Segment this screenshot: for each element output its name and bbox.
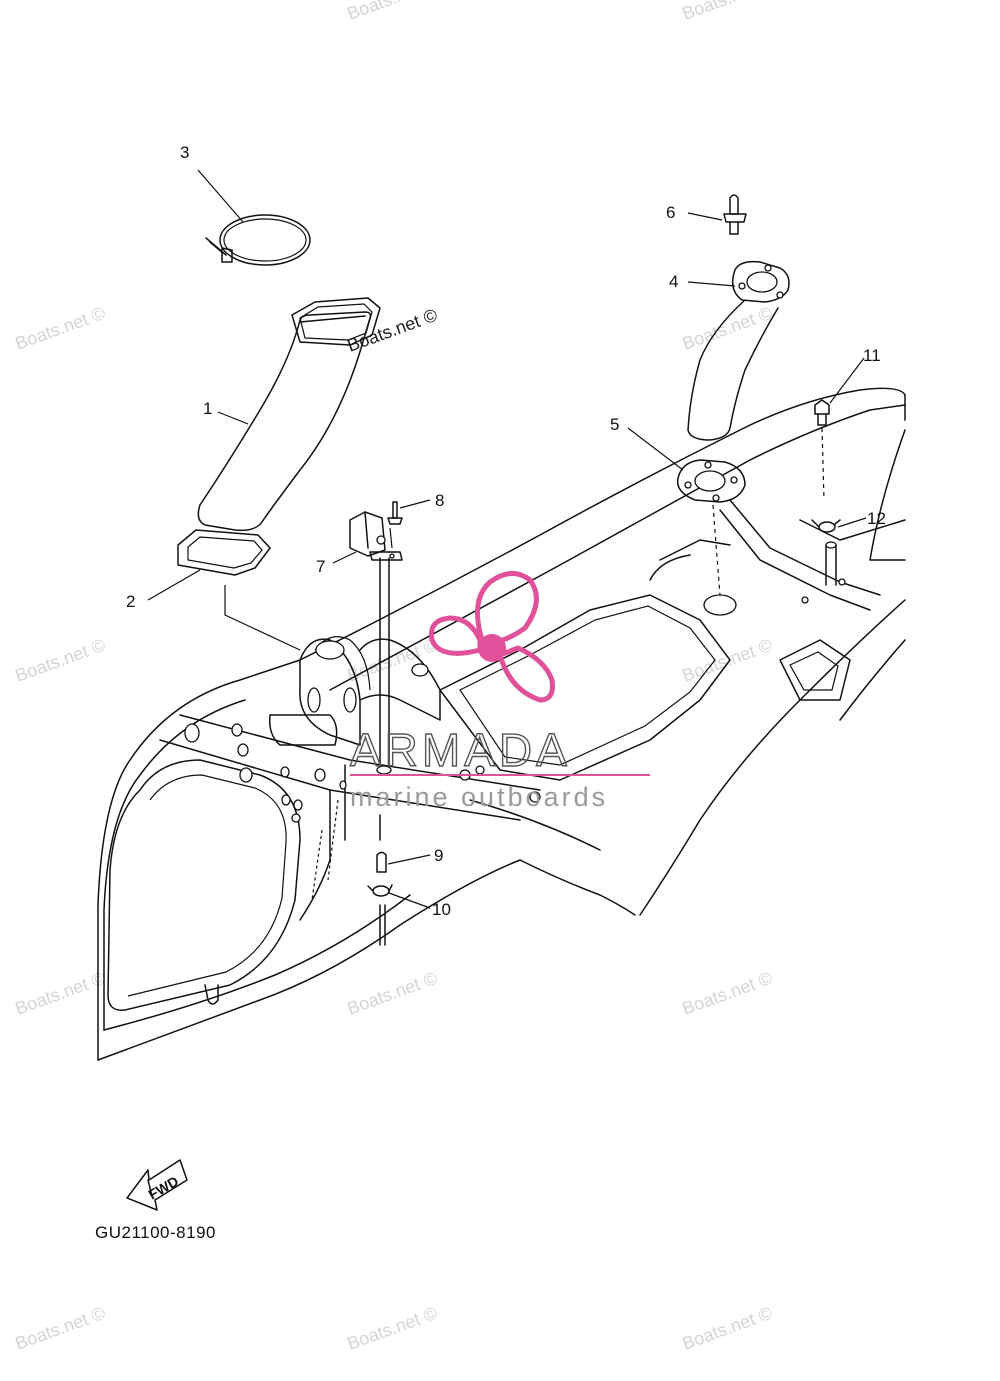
part-5-gasket: [676, 459, 746, 596]
watermark: Boats.net ©: [680, 303, 775, 354]
watermark: Boats.net ©: [345, 968, 440, 1019]
label-part-6: 6: [666, 203, 675, 222]
watermark: Boats.net ©: [13, 1303, 108, 1354]
watermark: Boats.net ©: [680, 0, 775, 24]
label-part-11: 11: [863, 346, 881, 365]
label-part-9: 9: [434, 846, 443, 865]
fwd-arrow-icon: FWD: [126, 1159, 188, 1211]
part-12-clamp: [811, 519, 841, 533]
watermark: Boats.net ©: [680, 968, 775, 1019]
watermark: Boats.net ©: [13, 635, 108, 686]
brand-divider: [350, 774, 650, 776]
part-4-flange-pipe: [687, 260, 790, 441]
brand-logo: ARMADA marine outboards: [349, 571, 650, 812]
drain-rod: [379, 527, 393, 946]
propeller-icon: [428, 571, 555, 703]
part-6-pin: [723, 194, 747, 235]
brand-name: ARMADA: [350, 724, 571, 776]
part-8-screw: [387, 501, 403, 525]
label-part-10: 10: [432, 900, 451, 919]
label-part-3: 3: [180, 143, 189, 162]
part-3-band-clamp: [205, 214, 311, 266]
watermark: Boats.net ©: [13, 303, 108, 354]
watermark: Boats.net ©: [13, 968, 108, 1019]
part-labels: 1 2 3 4 5 6 7 8 9 10 11 12: [126, 143, 886, 919]
part-7-bracket: [349, 511, 403, 561]
label-part-5: 5: [610, 415, 619, 434]
part-2-seal: [177, 529, 271, 576]
label-part-8: 8: [435, 491, 444, 510]
label-part-1: 1: [203, 399, 212, 418]
watermark: Boats.net ©: [680, 1303, 775, 1354]
watermark: Boats.net ©: [680, 635, 775, 686]
drawing-code: GU21100-8190: [95, 1223, 216, 1242]
label-part-4: 4: [669, 272, 678, 291]
watermark: Boats.net ©: [345, 1303, 440, 1354]
leader-lines: [147, 169, 867, 909]
label-part-7: 7: [316, 557, 325, 576]
watermark: Boats.net ©: [345, 0, 440, 24]
fwd-label: FWD: [146, 1173, 182, 1203]
part-9-hose: [376, 851, 387, 873]
part-1-intake-duct: [197, 297, 381, 532]
part-10-clip: [367, 884, 393, 897]
label-part-12: 12: [867, 509, 886, 528]
brand-tagline: marine outboards: [350, 782, 608, 812]
watermark: Boats.net ©: [345, 635, 440, 686]
watermarks: Boats.net © Boats.net © Boats.net © Boat…: [13, 0, 775, 1354]
label-part-2: 2: [126, 592, 135, 611]
part-11-bolt: [814, 399, 830, 501]
